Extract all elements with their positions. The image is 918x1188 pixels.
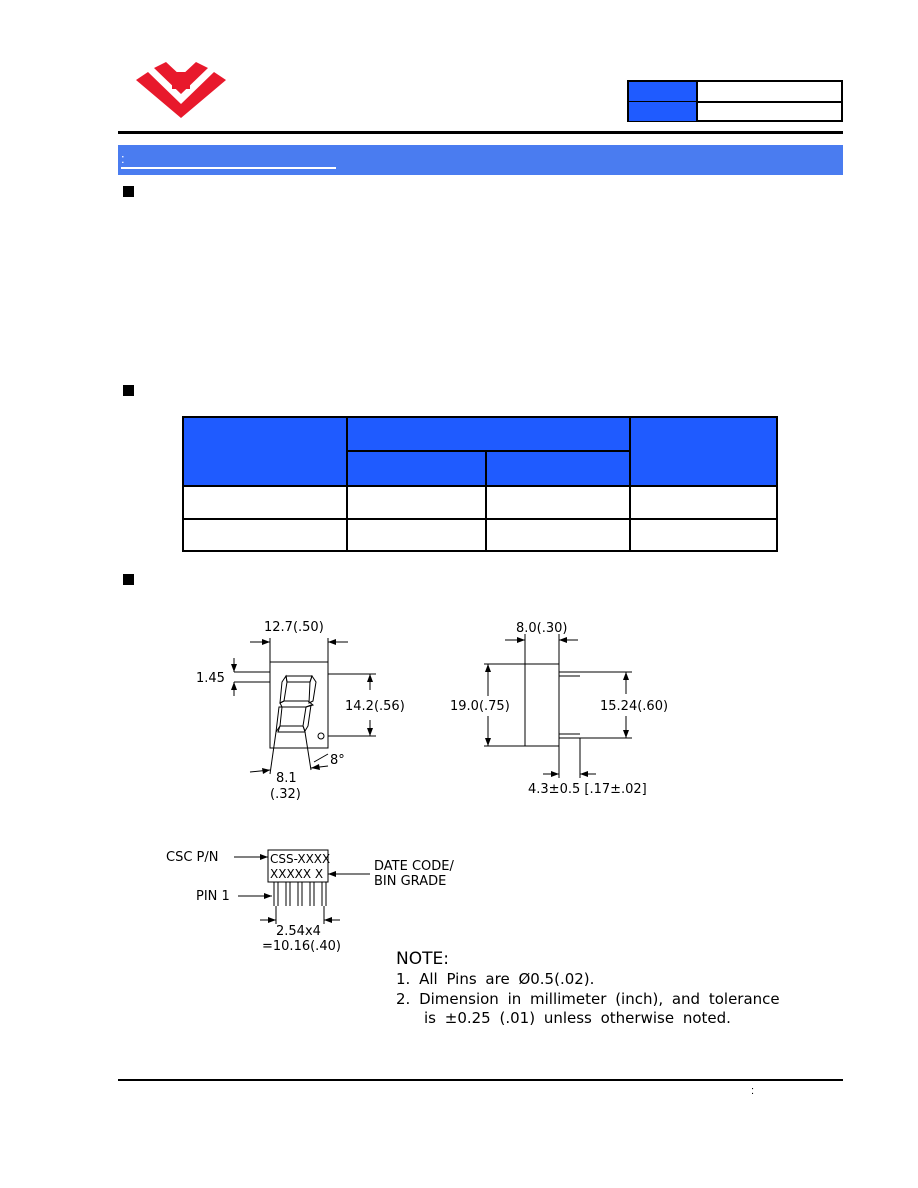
pin1-label: PIN 1 xyxy=(196,889,230,904)
table-header-cell xyxy=(348,452,486,486)
front-offset-dim: 1.45 xyxy=(196,671,225,686)
side-height-dim: 19.0(.75) xyxy=(450,699,510,714)
section-bullet-icon xyxy=(123,574,134,585)
table-cell xyxy=(487,487,629,518)
info-value xyxy=(699,102,841,121)
table-cell xyxy=(348,487,485,518)
table-grid-line xyxy=(629,418,631,550)
info-key xyxy=(629,82,698,101)
header-divider xyxy=(118,131,843,134)
table-cell xyxy=(487,520,629,550)
package-dimension-drawing: 12.7(.50) 1.45 14.2(.56) 8° 8.1 (.32) 8.… xyxy=(166,620,780,1027)
pin-pitch-total-dim: =10.16(.40) xyxy=(262,939,341,954)
info-value xyxy=(699,82,841,101)
table-cell xyxy=(184,487,346,518)
table-header-cell xyxy=(631,418,776,486)
title-bar: : xyxy=(118,145,843,175)
info-row xyxy=(629,102,841,121)
display-body-outline xyxy=(269,661,329,749)
table-cell xyxy=(348,520,485,550)
section-bullet-icon xyxy=(123,385,134,396)
footer-divider xyxy=(118,1079,843,1081)
slant-angle-dim: 8° xyxy=(330,753,345,768)
spec-table xyxy=(182,416,778,552)
table-cell xyxy=(631,520,776,550)
part-number-label: CSC P/N xyxy=(166,850,218,865)
pin-pitch-dim: 2.54x4 xyxy=(276,924,321,939)
table-header xyxy=(184,418,776,486)
front-width-dim: 12.7(.50) xyxy=(264,620,324,635)
bin-grade-label: BIN GRADE xyxy=(374,874,446,889)
digit-width-dim: 8.1 xyxy=(276,771,297,786)
table-cell xyxy=(184,520,346,550)
display-side-outline xyxy=(524,663,560,747)
table-cell xyxy=(631,487,776,518)
table-header-cell xyxy=(487,452,630,486)
table-grid-line xyxy=(184,485,776,487)
code-marking: XXXXX X xyxy=(270,867,323,881)
part-marking: CSS-XXXX xyxy=(270,852,330,866)
pin-length-dim: 4.3±0.5 [.17±.02] xyxy=(528,782,647,797)
company-logo-icon xyxy=(136,62,226,118)
seven-segment-digit-icon xyxy=(275,674,325,740)
side-depth-dim: 8.0(.30) xyxy=(516,621,568,636)
info-key xyxy=(629,102,698,121)
digit-width-inch: (.32) xyxy=(270,787,301,802)
table-header-cell xyxy=(184,418,346,486)
document-info-box xyxy=(627,80,843,122)
notes-heading: NOTE: xyxy=(396,949,449,969)
info-row xyxy=(629,82,841,103)
table-grid-line xyxy=(346,418,348,550)
date-code-label: DATE CODE/ xyxy=(374,859,454,874)
table-grid-line xyxy=(485,452,487,550)
section-bullet-icon xyxy=(123,186,134,197)
footer-text: : xyxy=(751,1085,755,1097)
note-item: 1. All Pins are Ø0.5(.02). xyxy=(396,970,594,988)
note-item: is ±0.25 (.01) unless otherwise noted. xyxy=(424,1009,731,1027)
front-height-dim: 14.2(.56) xyxy=(345,699,405,714)
table-grid-line xyxy=(184,518,776,520)
title-text: : xyxy=(121,151,336,169)
note-item: 2. Dimension in millimeter (inch), and t… xyxy=(396,990,780,1008)
pin-spacing-dim: 15.24(.60) xyxy=(600,699,668,714)
table-header-group xyxy=(348,418,630,452)
table-grid-line xyxy=(346,450,629,452)
